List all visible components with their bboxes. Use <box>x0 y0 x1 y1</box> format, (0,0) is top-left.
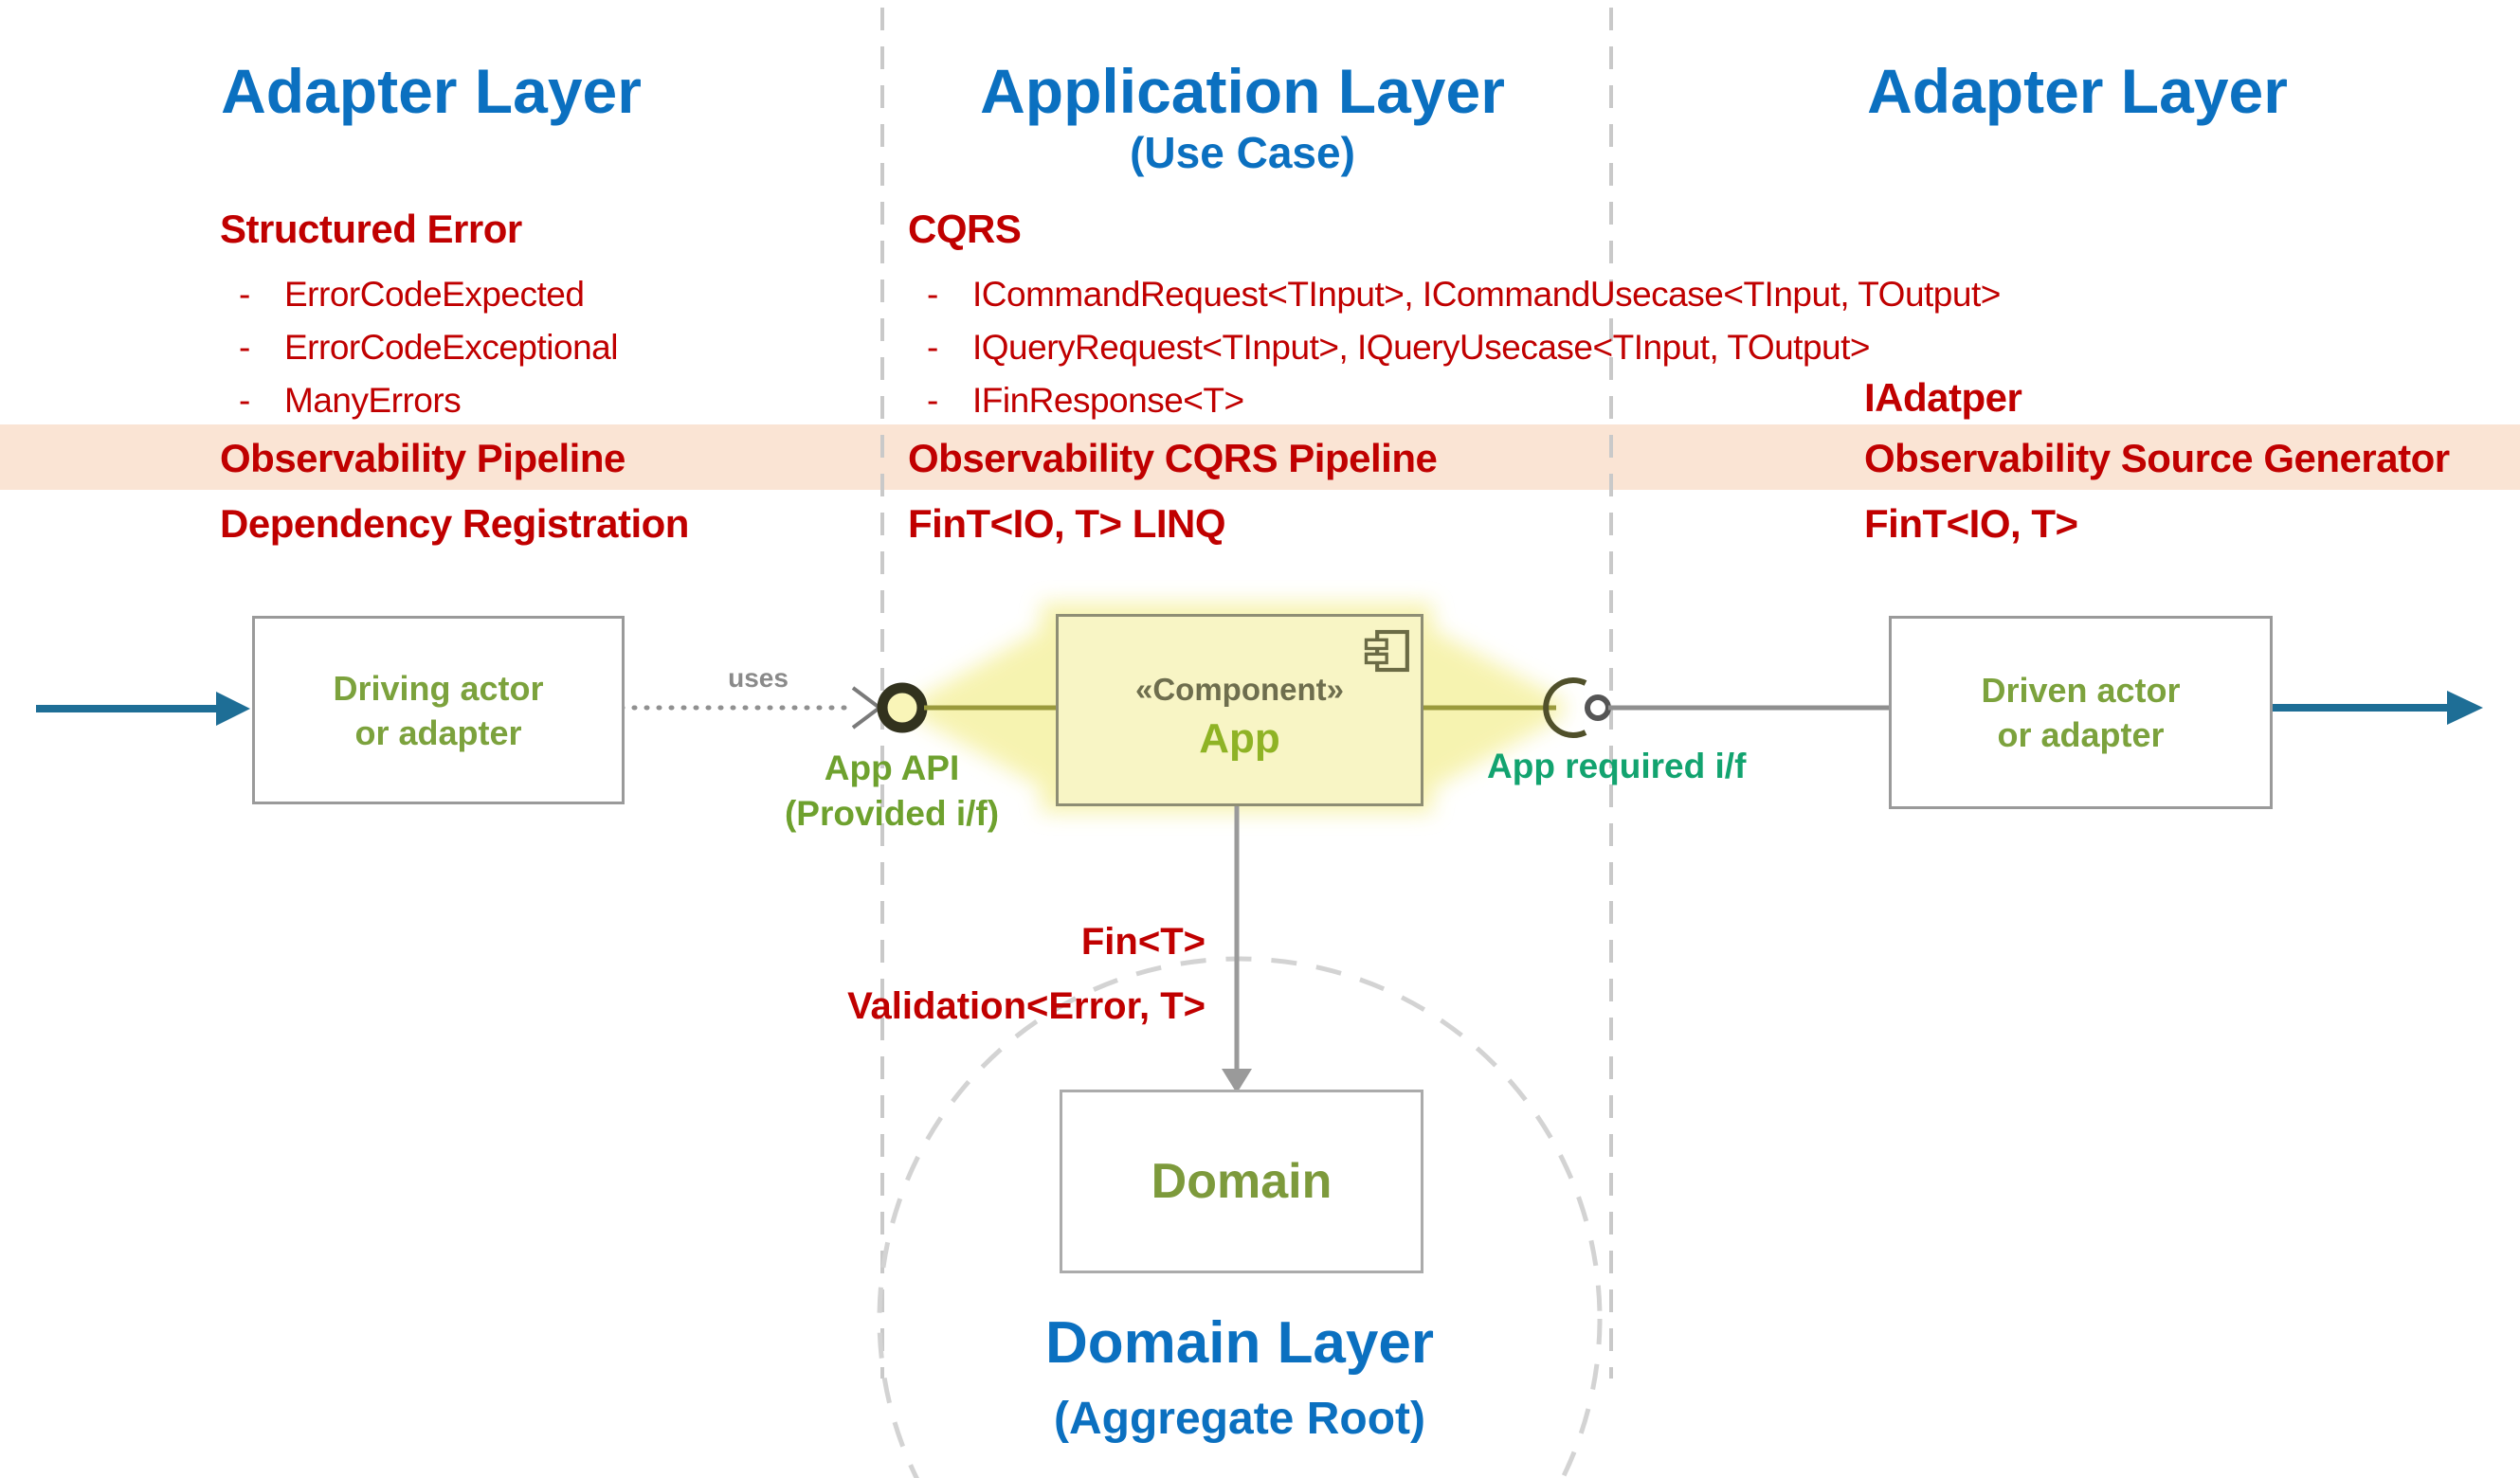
list-item: - ICommandRequest<TInput>, ICommandUseca… <box>927 275 2001 315</box>
driven-actor-box: Driven actor or adapter <box>1889 616 2273 809</box>
right-col-highlight-row: Observability Source Generator <box>1864 436 2450 480</box>
list-item-label: ErrorCodeExpected <box>284 275 585 314</box>
header-application-sub: (Use Case) <box>1130 128 1355 177</box>
observability-highlight-band <box>0 424 2520 490</box>
list-item: - IQueryRequest<TInput>, IQueryUsecase<T… <box>927 328 1871 368</box>
inbound-arrow-head <box>216 692 250 726</box>
bullet-dash: - <box>927 381 938 420</box>
mid-col-row: FinT<IO, T> LINQ <box>908 501 1226 546</box>
right-col-row: FinT<IO, T> <box>1864 501 2078 546</box>
validation-type-label: Validation<Error, T> <box>847 985 1206 1027</box>
header-adapter-left: Adapter Layer <box>221 56 642 126</box>
provided-interface-label-line1: App API <box>824 748 960 787</box>
required-interface-socket <box>1543 677 1587 738</box>
list-item: - ErrorCodeExceptional <box>239 328 618 368</box>
domain-box-label: Domain <box>1151 1153 1333 1209</box>
fin-type-label: Fin<T> <box>1080 921 1206 963</box>
driving-actor-label-line1: Driving actor <box>333 668 544 708</box>
component-name: App <box>1199 715 1280 762</box>
uses-open-arrowhead <box>851 686 883 730</box>
left-col-highlight-row: Observability Pipeline <box>220 436 625 480</box>
bullet-dash: - <box>239 328 250 367</box>
provided-interface-label-line2: (Provided i/f) <box>784 794 1000 833</box>
list-item-label: IFinResponse<T> <box>972 381 1244 420</box>
left-col-title: Structured Error <box>220 207 522 251</box>
header-domain-layer: Domain Layer <box>1044 1310 1435 1376</box>
provided-interface-ball <box>877 682 928 733</box>
domain-box: Domain <box>1060 1090 1423 1273</box>
required-interface-label: App required i/f <box>1487 747 1747 785</box>
list-item: - IFinResponse<T> <box>927 381 1244 421</box>
required-interface-ball <box>1585 694 1611 721</box>
list-item: - ErrorCodeExpected <box>239 275 585 315</box>
bullet-dash: - <box>927 275 938 314</box>
uses-label: uses <box>728 663 789 693</box>
header-application: Application Layer <box>980 56 1505 126</box>
list-item: - ManyErrors <box>239 381 462 421</box>
header-domain-layer-sub: (Aggregate Root) <box>1054 1394 1425 1444</box>
list-item-label: ErrorCodeExceptional <box>284 328 618 367</box>
list-item-label: ManyErrors <box>284 381 462 420</box>
right-col-title: IAdatper <box>1864 375 2022 420</box>
bullet-dash: - <box>239 275 250 314</box>
bullet-dash: - <box>927 328 938 367</box>
driving-actor-box: Driving actor or adapter <box>252 616 625 804</box>
bullet-dash: - <box>239 381 250 420</box>
outbound-arrow-head <box>2447 691 2483 725</box>
list-item-label: IQueryRequest<TInput>, IQueryUsecase<TIn… <box>972 328 1871 367</box>
driven-actor-label-line2: or adapter <box>1997 715 2165 754</box>
app-component-box: «Component» App <box>1056 614 1423 806</box>
domain-boundary-arc <box>877 956 1603 1478</box>
mid-col-highlight-row: Observability CQRS Pipeline <box>908 436 1438 480</box>
app-to-domain-arrow-head <box>1222 1069 1252 1093</box>
header-adapter-right: Adapter Layer <box>1867 56 2288 126</box>
driven-actor-label-line1: Driven actor <box>1981 671 2181 710</box>
component-stereotype: «Component» <box>1134 672 1344 707</box>
mid-col-title: CQRS <box>908 207 1022 251</box>
driving-actor-label-line2: or adapter <box>354 712 522 752</box>
list-item-label: ICommandRequest<TInput>, ICommandUsecase… <box>972 275 2001 314</box>
left-col-row: Dependency Registration <box>220 501 689 546</box>
component-icon <box>1364 629 1409 673</box>
